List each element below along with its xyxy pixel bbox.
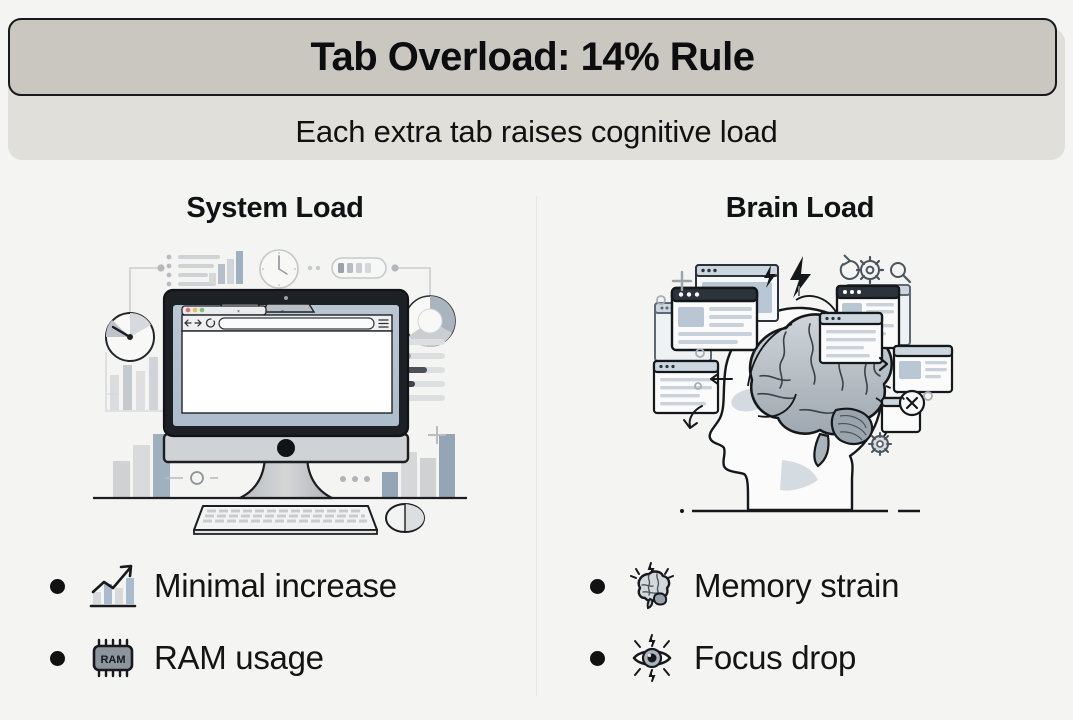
traffic-light-yellow	[192, 307, 198, 313]
list-item[interactable]: RAM RAM usage	[50, 622, 520, 694]
sparkle-icon	[106, 388, 118, 400]
plus-icon	[671, 270, 693, 292]
dots-decor	[340, 476, 370, 482]
column-divider	[536, 196, 537, 696]
brain-icon	[624, 558, 680, 614]
dashed-connector	[885, 385, 907, 403]
jaw-shading	[780, 460, 818, 491]
list-item-label: Minimal increase	[154, 567, 397, 604]
column-heading-system-load: System Load	[186, 192, 364, 224]
bullet-list-decor	[166, 254, 220, 287]
connector-line-left	[129, 267, 160, 312]
keyboard	[193, 505, 378, 535]
circle-decor-c	[694, 382, 702, 390]
circle-decor-d	[923, 391, 933, 401]
traffic-light-red	[185, 307, 191, 313]
list-item-label: Memory strain	[694, 567, 900, 604]
browser-window-card-3	[670, 286, 759, 352]
bar-chart-bottom-left	[113, 434, 170, 498]
list-item-label: Focus drop	[694, 639, 857, 676]
monitor-power-button	[277, 439, 295, 457]
bullet-list-system-load: Minimal increase RAM RAM usage	[50, 550, 520, 694]
browser-window-card-8	[892, 344, 954, 394]
circle-decor-a	[656, 295, 666, 305]
column-heading-brain-load: Brain Load	[725, 192, 875, 224]
memory-chip-icon: RAM	[84, 630, 140, 686]
mouse	[385, 503, 425, 533]
gauge-icon	[105, 312, 155, 362]
monitor: × ×	[162, 288, 410, 500]
chevron-right-icon	[878, 356, 889, 372]
gear-icon-top	[855, 255, 885, 285]
chart-increasing-icon	[84, 558, 140, 614]
back-arrow-icon	[184, 319, 192, 327]
bar-chart-top	[209, 251, 243, 284]
dot-decor-b	[315, 265, 321, 271]
browser-window-card-7	[818, 311, 884, 365]
lightning-bolt-icon-main	[790, 256, 811, 298]
cerebellum	[830, 407, 874, 446]
title-card: Tab Overload: 14% Rule	[8, 18, 1057, 96]
ray-lines	[634, 634, 670, 682]
refresh-icon	[839, 254, 860, 280]
bullet-marker	[590, 650, 605, 666]
url-bar	[218, 317, 375, 330]
bar-chart-bottom-right	[382, 434, 455, 498]
desktop-computer-illustration: × ×	[85, 248, 475, 540]
plus-icon	[428, 426, 446, 444]
battery-indicator	[331, 257, 387, 279]
eye-icon	[624, 630, 680, 686]
brain-stem	[813, 432, 830, 468]
webcam-dot	[284, 296, 288, 300]
bar-chart-left-small	[105, 352, 163, 412]
brain-load-illustration	[640, 248, 990, 540]
subtitle-text: Each extra tab raises cognitive load	[295, 114, 778, 149]
list-item[interactable]: Focus drop	[590, 622, 1040, 694]
browser-tab-inactive	[261, 303, 316, 313]
bullet-marker	[590, 578, 605, 594]
browser-window: × ×	[181, 303, 393, 414]
browser-content-area	[181, 330, 393, 414]
brain-stem	[646, 597, 654, 610]
left-arrow-icon	[710, 373, 733, 385]
bullet-marker	[50, 578, 65, 594]
memory-chip-label: RAM	[100, 654, 125, 666]
gear-icon-bottom	[868, 432, 892, 456]
connector-line-right	[395, 267, 431, 296]
dot-decor-a	[307, 265, 313, 271]
cerebellum	[652, 592, 668, 606]
tab-close-b: ×	[281, 309, 284, 315]
bullet-list-brain-load: Memory strain Focus	[590, 550, 1040, 694]
page-title: Tab Overload: 14% Rule	[310, 34, 755, 79]
circle-dash-decor	[165, 471, 218, 485]
reload-icon	[205, 318, 216, 328]
browser-window-card-close	[880, 389, 926, 434]
ground-line	[680, 509, 920, 513]
bullet-marker	[50, 650, 65, 666]
list-item-label: RAM usage	[154, 639, 324, 676]
hamburger-menu-icon	[378, 319, 389, 328]
list-item[interactable]: Minimal increase	[50, 550, 520, 622]
tab-close-a: ×	[237, 309, 240, 315]
lightning-bolt-icon-small	[764, 265, 776, 288]
curved-arrow-icon	[683, 405, 703, 429]
circle-decor-b	[695, 348, 705, 358]
forward-arrow-icon	[194, 319, 202, 327]
traffic-light-green	[199, 307, 205, 313]
clock-icon	[259, 249, 299, 289]
search-icon	[890, 262, 912, 284]
list-item[interactable]: Memory strain	[590, 550, 1040, 622]
browser-window-card-4	[652, 359, 720, 415]
